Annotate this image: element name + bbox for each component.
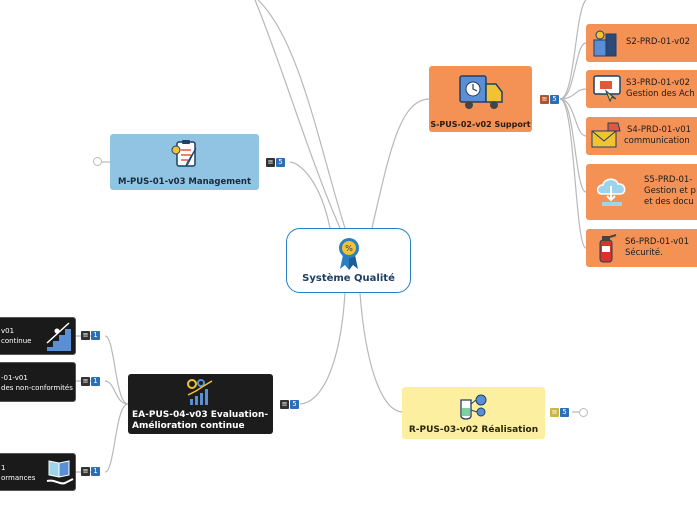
megaphone-mail-icon bbox=[591, 122, 621, 148]
link-e2 bbox=[104, 380, 129, 405]
eval-child-1-sublabel: continue bbox=[1, 337, 32, 345]
evaluation-label-line2: Amélioration continue bbox=[132, 421, 245, 431]
link-s3 bbox=[559, 88, 587, 100]
eval-child-1-badge[interactable]: ≡1 bbox=[81, 331, 100, 340]
s2-label: S2-PRD-01-v02 bbox=[626, 37, 691, 47]
shopping-screen-icon bbox=[593, 75, 621, 103]
link-s5 bbox=[559, 98, 587, 193]
support-badge[interactable]: ≡5 bbox=[540, 95, 559, 104]
management-badge[interactable]: ≡5 bbox=[266, 158, 285, 167]
topic-support[interactable]: S-PUS-02-v02 Support bbox=[429, 66, 532, 132]
link-support bbox=[371, 98, 430, 229]
s4-sublabel: communication bbox=[624, 136, 690, 146]
notes-icon: ≡ bbox=[280, 400, 289, 409]
topic-management-label: M-PUS-01-v03 Management bbox=[117, 177, 252, 187]
eval-child-1-label: v01 bbox=[1, 327, 15, 335]
link-e1 bbox=[104, 335, 129, 405]
notes-icon: ≡ bbox=[540, 95, 549, 104]
eval-child-2[interactable]: -01-v01 des non-conformités bbox=[0, 362, 76, 402]
stairs-growth-icon bbox=[46, 322, 71, 351]
eval-child-1[interactable]: v01 continue bbox=[0, 317, 76, 355]
topic-evaluation-label: EA-PUS-04-v03 Evaluation- Amélioration c… bbox=[132, 410, 273, 432]
s5-sublabel-2: et des docu bbox=[644, 197, 694, 207]
worker-building-icon bbox=[593, 30, 617, 57]
link-evaluation bbox=[299, 292, 346, 405]
topic-support-label: S-PUS-02-v02 Support bbox=[430, 120, 531, 129]
award-ribbon-icon: % bbox=[339, 238, 359, 270]
link-s4 bbox=[559, 98, 587, 137]
s5-sublabel-1: Gestion et p bbox=[644, 186, 696, 196]
realisation-badge[interactable]: ≡5 bbox=[550, 408, 569, 417]
eval-child-3-label: 1 bbox=[1, 464, 6, 472]
eval-child-2-label: -01-v01 bbox=[1, 374, 28, 382]
s5-label: S5-PRD-01- bbox=[644, 175, 693, 185]
notes-icon: ≡ bbox=[550, 408, 559, 417]
clipboard-gears-icon bbox=[171, 140, 197, 167]
s6-label: S6-PRD-01-v01 bbox=[625, 237, 690, 247]
cloud-download-icon bbox=[596, 178, 626, 206]
topic-realisation-label: R-PUS-03-v02 Réalisation bbox=[408, 425, 539, 435]
s3-sublabel: Gestion des Ach bbox=[626, 89, 695, 99]
topic-management[interactable]: M-PUS-01-v03 Management bbox=[110, 134, 259, 190]
s4-label: S4-PRD-01-v01 bbox=[627, 125, 692, 135]
growth-chart-gears-icon bbox=[187, 379, 213, 405]
open-book-hand-icon bbox=[46, 460, 74, 485]
svg-text:%: % bbox=[345, 244, 353, 253]
support-child-s2[interactable]: S2-PRD-01-v02 bbox=[586, 24, 697, 62]
notes-icon: ≡ bbox=[81, 331, 90, 340]
support-child-s6[interactable]: S6-PRD-01-v01 Sécurité. bbox=[586, 229, 697, 267]
s3-label: S3-PRD-01-v02 bbox=[626, 78, 691, 88]
support-child-s3[interactable]: S3-PRD-01-v02 Gestion des Ach bbox=[586, 70, 697, 108]
link-s2 bbox=[559, 42, 587, 100]
link-s-top bbox=[559, 0, 587, 100]
link-realisation bbox=[359, 292, 403, 413]
link-s6 bbox=[559, 98, 587, 249]
link-top-offscreen bbox=[257, 0, 346, 229]
central-topic[interactable]: % Système Qualité bbox=[286, 228, 411, 293]
notes-icon: ≡ bbox=[81, 377, 90, 386]
notes-icon: ≡ bbox=[266, 158, 275, 167]
central-topic-label: Système Qualité bbox=[302, 273, 395, 284]
link-management bbox=[289, 161, 331, 229]
delivery-truck-clock-icon bbox=[459, 75, 503, 109]
topic-evaluation[interactable]: EA-PUS-04-v03 Evaluation- Amélioration c… bbox=[128, 374, 273, 434]
notes-icon: ≡ bbox=[81, 467, 90, 476]
link-e3 bbox=[104, 403, 129, 473]
collapse-toggle-realisation[interactable] bbox=[579, 408, 588, 417]
collapse-toggle-management[interactable] bbox=[93, 157, 102, 166]
eval-child-3[interactable]: 1 ormances bbox=[0, 453, 76, 491]
support-child-s5[interactable]: S5-PRD-01- Gestion et p et des docu bbox=[586, 164, 697, 220]
topic-realisation[interactable]: R-PUS-03-v02 Réalisation bbox=[402, 387, 545, 439]
eval-child-2-badge[interactable]: ≡1 bbox=[81, 377, 100, 386]
link-top-offscreen-2 bbox=[254, 0, 341, 229]
eval-child-3-sublabel: ormances bbox=[1, 474, 36, 482]
eval-child-3-badge[interactable]: ≡1 bbox=[81, 467, 100, 476]
eval-child-2-sublabel: des non-conformités bbox=[1, 384, 73, 392]
support-child-s4[interactable]: S4-PRD-01-v01 communication bbox=[586, 117, 697, 155]
evaluation-badge[interactable]: ≡5 bbox=[280, 400, 299, 409]
evaluation-label-line1: EA-PUS-04-v03 Evaluation- bbox=[132, 410, 269, 420]
fire-extinguisher-icon bbox=[599, 234, 617, 263]
s6-sublabel: Sécurité. bbox=[625, 248, 663, 258]
flask-gears-icon bbox=[460, 394, 487, 420]
